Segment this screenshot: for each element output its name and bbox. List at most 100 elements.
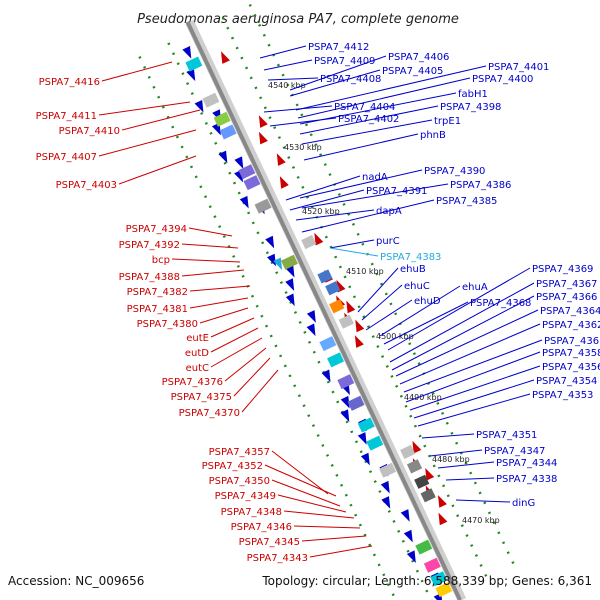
gene-label: dapA [376, 206, 402, 217]
label-leader-line [399, 323, 541, 385]
kbp-tick-label: 4480 kbp [432, 455, 470, 464]
guide-dotted-line [167, 42, 433, 600]
kbp-tick-label: 4520 kbp [302, 207, 340, 216]
label-leader-line [437, 461, 495, 469]
kbp-tick-label: 4510 kbp [346, 267, 384, 276]
gene-label: trpE1 [434, 116, 461, 127]
guide-dotted-line [138, 56, 398, 600]
label-leader-line [295, 209, 375, 221]
gene-label: PSPA7_4406 [388, 52, 449, 63]
gene-label: PSPA7_4385 [436, 196, 497, 207]
label-leader-line [121, 109, 201, 131]
reverse-gene-arrow [258, 115, 268, 128]
gene-label: PSPA7_4353 [532, 390, 593, 401]
forward-gene-block [366, 435, 384, 451]
label-leader-line [289, 69, 381, 97]
gene-label: PSPA7_4411 [36, 111, 97, 122]
gene-label: PSPA7_4354 [536, 376, 597, 387]
label-leader-line [188, 227, 233, 237]
forward-gene-arrow [321, 369, 331, 383]
label-leader-line [267, 77, 319, 81]
label-leader-line [269, 117, 337, 127]
forward-gene-arrow [182, 45, 192, 59]
forward-strand-labels: PSPA7_4412PSPA7_4409PSPA7_4408PSPA7_4406… [259, 42, 600, 509]
label-leader-line [241, 369, 279, 413]
label-leader-line [283, 510, 355, 519]
label-leader-line [383, 301, 469, 345]
label-leader-line [389, 282, 535, 363]
gene-label: PSPA7_4346 [231, 522, 292, 533]
guide-dotted-line [248, 3, 515, 566]
kbp-tick-label: 4530 kbp [284, 143, 322, 152]
reverse-strand-labels: PSPA7_4416PSPA7_4411PSPA7_4410PSPA7_4407… [36, 61, 373, 564]
label-leader-line [329, 239, 375, 249]
gene-label: PSPA7_4366 [536, 292, 597, 303]
reverse-gene-arrow [438, 512, 448, 526]
forward-gene-block [337, 374, 355, 390]
forward-gene-arrow [265, 235, 275, 249]
forward-gene-arrow [306, 323, 316, 337]
forward-gene-arrow [357, 432, 367, 445]
gene-label: PSPA7_4404 [334, 102, 395, 113]
gene-label: PSPA7_4352 [202, 461, 263, 472]
forward-gene-arrow [194, 99, 204, 113]
highlighted-gene-arrow [273, 257, 283, 271]
label-leader-line [233, 357, 271, 397]
label-leader-line [285, 175, 361, 201]
guide-dotted-line [221, 16, 488, 578]
gene-label: PSPA7_4405 [382, 66, 443, 77]
forward-gene-block [423, 557, 441, 573]
gene-label: eutE [186, 333, 209, 344]
label-leader-line [455, 499, 511, 503]
genome-summary-text: Topology: circular; Length: 6,588,339 bp… [261, 574, 592, 588]
gene-label: fabH1 [458, 89, 488, 100]
gene-label: PSPA7_4392 [119, 240, 180, 251]
gene-label: PSPA7_4344 [496, 458, 557, 469]
forward-gene-arrow [239, 195, 249, 209]
label-leader-line [413, 379, 535, 419]
forward-gene-block [379, 462, 397, 478]
gene-label: PSPA7_4338 [496, 474, 557, 485]
gene-label: PSPA7_4349 [215, 491, 276, 502]
genome-track [138, 3, 515, 600]
kbp-tick-label: 4470 kbp [462, 516, 500, 525]
label-leader-line [395, 309, 539, 377]
gene-label: PSPA7_4380 [137, 319, 198, 330]
label-leader-line [259, 45, 307, 59]
label-leader-line [417, 393, 531, 427]
gene-label: PSPA7_4402 [338, 114, 399, 125]
gene-label: PSPA7_4412 [308, 42, 369, 53]
label-leader-line [264, 464, 337, 497]
kbp-tick-label: 4500 kbp [376, 332, 414, 341]
forward-gene-block [327, 352, 345, 368]
forward-gene-block [254, 198, 272, 214]
reverse-gene-block [325, 281, 341, 296]
accession-text: Accession: NC_009656 [8, 574, 144, 588]
gene-label: PSPA7_4382 [127, 287, 188, 298]
forward-gene-block [213, 111, 231, 127]
reverse-gene-arrow [425, 467, 435, 481]
label-leader-line [293, 525, 361, 529]
gene-label: PSPA7_4358 [542, 348, 600, 359]
reverse-gene-block [414, 474, 430, 489]
gene-label: eutC [186, 363, 209, 374]
label-leader-line [271, 479, 341, 507]
label-leader-line [210, 337, 263, 368]
forward-gene-arrow [267, 253, 276, 267]
label-leader-line [263, 105, 333, 113]
forward-gene-block [202, 92, 220, 108]
label-leader-line [405, 351, 541, 403]
gene-label: PSPA7_4376 [162, 377, 223, 388]
forward-gene-arrow [400, 509, 410, 522]
forward-gene-arrow [340, 409, 350, 422]
reverse-gene-block [329, 299, 345, 314]
reverse-gene-block [400, 444, 416, 460]
reverse-gene-block [301, 234, 317, 250]
reverse-gene-arrow [258, 131, 268, 145]
gene-label: bcp [152, 255, 170, 266]
label-leader-line [98, 101, 191, 116]
gene-label: PSPA7_4401 [488, 62, 549, 73]
label-leader-line [295, 65, 487, 111]
reverse-gene-arrow [355, 319, 365, 333]
